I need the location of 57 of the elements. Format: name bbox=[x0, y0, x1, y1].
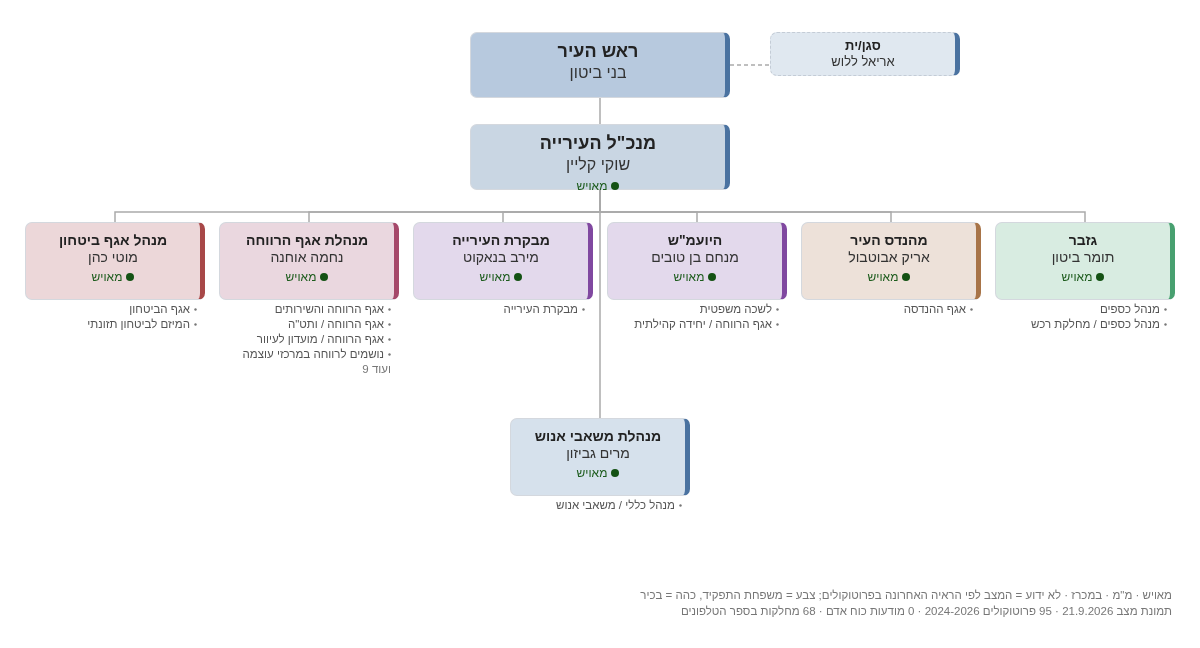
status-text: מאויש bbox=[479, 270, 511, 285]
person-name: מירב בנאקוט bbox=[463, 248, 539, 267]
role-card bbox=[801, 222, 981, 300]
role-title: מבקרת העירייה bbox=[452, 232, 550, 249]
role-card bbox=[470, 124, 730, 190]
connector-line bbox=[729, 64, 771, 66]
person-name: שוקי קליין bbox=[565, 154, 631, 175]
department-item: מנהל כללי / משאבי אנוש bbox=[556, 498, 675, 513]
role-card bbox=[470, 32, 730, 98]
status-text: מאויש bbox=[867, 270, 899, 285]
status-text: מאויש bbox=[576, 178, 608, 193]
more-count-text: ועוד 9 bbox=[362, 362, 391, 377]
role-card bbox=[510, 418, 690, 496]
connector-line bbox=[599, 97, 601, 125]
status-text: מאויש bbox=[576, 466, 608, 481]
department-item: אגף הרווחה / ותט"ה bbox=[287, 317, 384, 332]
status-text: מאויש bbox=[673, 270, 705, 285]
status-text: מאויש bbox=[91, 270, 123, 285]
footnote-text: תמונת מצב 21.9.2026 · 95 פרוטוקולים 2024-2026 · 0 מודעות כוח אדם · 68 מחלקות בספר הטלפונים bbox=[680, 605, 1172, 617]
department-item: מנהל כספים bbox=[1100, 302, 1160, 317]
department-item: המיזם לביטחון תזונתי bbox=[87, 317, 190, 332]
department-item: אגף הרווחה / מועדון לעיוור bbox=[256, 332, 384, 347]
department-item: אגף הרווחה / יחידה קהילתית bbox=[634, 317, 772, 332]
department-item: אגף ההנדסה bbox=[903, 302, 966, 317]
department-item: אגף הביטחון bbox=[129, 302, 190, 317]
person-name: אריאל ללוש bbox=[831, 53, 895, 70]
role-card bbox=[219, 222, 399, 300]
department-item: מנהל כספים / מחלקת רכש bbox=[1031, 317, 1160, 332]
role-title: גזבר bbox=[1068, 232, 1098, 249]
role-card bbox=[770, 32, 960, 76]
department-item: נושמים לרווחה במרכזי עוצמה bbox=[242, 347, 384, 362]
role-card bbox=[413, 222, 593, 300]
footnote-text: מאויש · מ"מ · במכרז · לא ידוע = המצב לפי הראיה האחרונה בפרוטוקולים; צבע = משפחת התפקיד, כהה = בכיר bbox=[640, 589, 1172, 601]
role-title: היועמ"ש bbox=[667, 232, 723, 249]
person-name: אריק אבוטבול bbox=[848, 248, 930, 267]
role-title: סגן/ית bbox=[845, 38, 881, 54]
person-name: בני ביטון bbox=[569, 62, 627, 83]
person-name: תומר ביטון bbox=[1051, 248, 1115, 267]
person-name: מוטי כהן bbox=[88, 248, 138, 267]
role-title: מנהלת אגף הרווחה bbox=[245, 232, 369, 249]
role-card bbox=[607, 222, 787, 300]
role-title: מהנדס העיר bbox=[850, 232, 928, 249]
person-name: מנחם בן טובים bbox=[651, 248, 739, 267]
person-name: נחמה אוחנה bbox=[270, 248, 344, 267]
person-name: מרים גביזון bbox=[566, 444, 630, 463]
role-title: מנהל אגף ביטחון bbox=[58, 232, 168, 249]
department-item: לשכה משפטית bbox=[699, 302, 772, 317]
status-text: מאויש bbox=[1061, 270, 1093, 285]
role-title: ראש העיר bbox=[557, 41, 639, 63]
department-item: מבקרת העירייה bbox=[503, 302, 578, 317]
status-text: מאויש bbox=[285, 270, 317, 285]
role-card bbox=[995, 222, 1175, 300]
role-card bbox=[25, 222, 205, 300]
department-item: אגף הרווחה והשירותים bbox=[274, 302, 384, 317]
role-title: מנהלת משאבי אנוש bbox=[534, 428, 662, 445]
connector-line bbox=[599, 189, 601, 419]
role-title: מנכ"ל העירייה bbox=[539, 133, 657, 155]
